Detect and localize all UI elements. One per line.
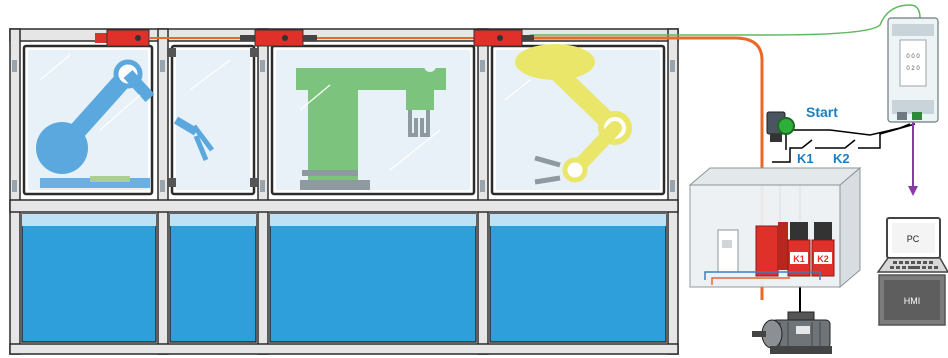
pc-label: PC [907, 234, 920, 244]
blue-robot-icon [36, 59, 155, 188]
safety-switch-2 [240, 29, 317, 47]
svg-text:0 2 0: 0 2 0 [906, 66, 920, 72]
window-3 [270, 44, 476, 196]
hmi-label: HMI [904, 296, 921, 306]
machine-guard [9, 28, 679, 355]
comms-cable-green [530, 4, 921, 36]
contactor-icon: K2 [811, 222, 835, 277]
green-robot-icon [296, 60, 446, 190]
contactor-icon: K1 [787, 222, 811, 277]
window-2 [167, 44, 259, 196]
middle-rail [9, 199, 679, 213]
k1-badge: K1 [793, 254, 805, 264]
start-label: Start [806, 104, 838, 120]
start-button-icon [766, 111, 795, 142]
gripper-icon [173, 116, 214, 161]
bottom-rail [9, 343, 679, 355]
safety-switch-3 [473, 29, 534, 47]
svg-text:0 0 0: 0 0 0 [906, 54, 920, 60]
window-1 [22, 44, 155, 196]
lower-panel-4 [489, 213, 667, 343]
safety-switch-1 [95, 29, 150, 47]
motor-icon [752, 311, 832, 354]
lower-panel-1 [21, 213, 157, 343]
window-4 [490, 44, 666, 196]
lower-panel-3 [269, 213, 477, 343]
cables [150, 4, 921, 320]
pc-icon: PC [876, 217, 948, 273]
k1-label: K1 [797, 151, 814, 166]
safety-relay-module-icon: 0 0 0 0 2 0 [887, 17, 939, 123]
yellow-robot-icon [515, 44, 632, 185]
safety-cable-orange [530, 36, 764, 300]
k2-label: K2 [833, 151, 850, 166]
hmi-icon: HMI [878, 274, 946, 326]
k2-badge: K2 [817, 254, 829, 264]
control-cabinet: K1 K2 [688, 166, 862, 289]
lower-panel-2 [169, 213, 257, 343]
